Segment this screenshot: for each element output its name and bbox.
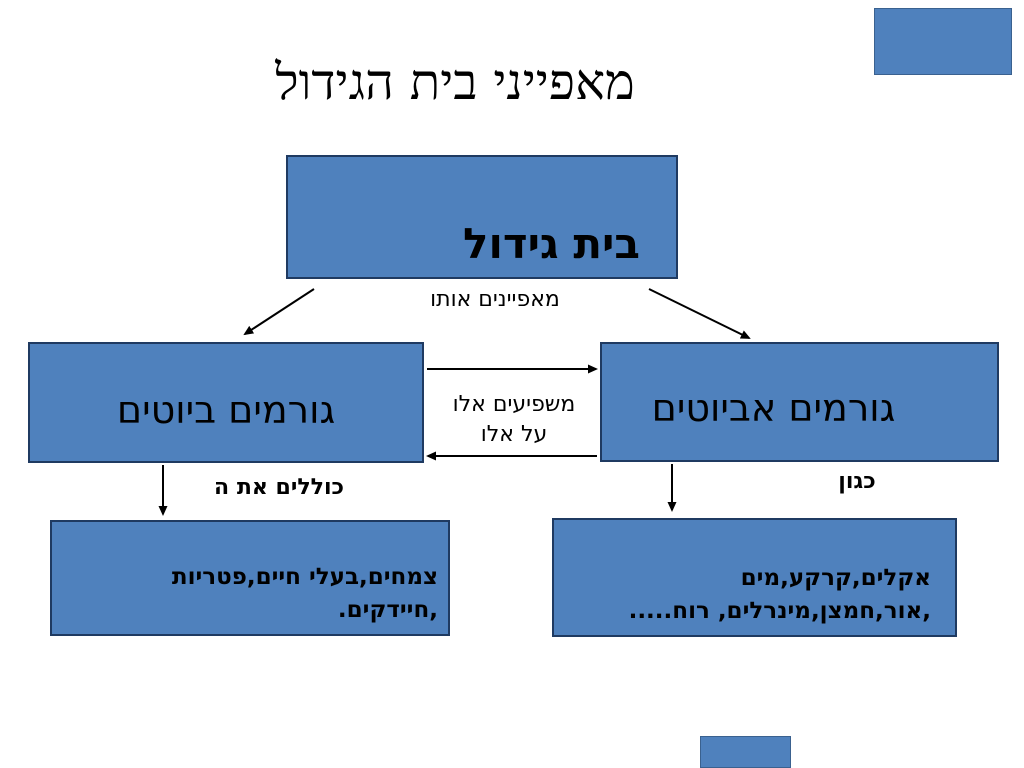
- biotic-examples-line1: צמחים,בעלי חיים,פטריות: [171, 564, 438, 590]
- include-label: כוללים את ה: [214, 475, 344, 500]
- arrow-habitat-to-biotic: [243, 288, 315, 336]
- characterize-label: מאפיינים אותו: [430, 287, 560, 312]
- abiotic-examples-line1: אקלים,קרקע,מים: [740, 565, 931, 591]
- influence-label: משפיעים אלו על אלו: [430, 390, 598, 450]
- biotic-examples-box: צמחים,בעלי חיים,פטריות ,חיידקים.: [50, 520, 450, 636]
- such-as-label: כגון: [838, 469, 876, 494]
- biotic-examples-line2: ,חיידקים.: [337, 597, 438, 623]
- abiotic-factors-label: גורמים אביוטים: [651, 386, 896, 430]
- abiotic-factors-box: גורמים אביוטים: [600, 342, 999, 462]
- biotic-factors-box: גורמים ביוטים: [28, 342, 424, 463]
- biotic-factors-label: גורמים ביוטים: [116, 387, 336, 432]
- abiotic-examples-line2: ,אור,חמצן,מינרלים, רוח.....: [628, 598, 931, 624]
- arrow-habitat-to-abiotic: [648, 288, 751, 339]
- habitat-box: בית גידול: [286, 155, 678, 279]
- influence-label-line1: משפיעים אלו: [452, 392, 576, 417]
- influence-label-line2: על אלו: [480, 422, 548, 447]
- habitat-box-label: בית גידול: [463, 218, 640, 268]
- corner-decoration-bottom-right: [700, 736, 791, 768]
- slide-title: מאפייני בית הגידול: [275, 53, 635, 111]
- abiotic-examples-box: אקלים,קרקע,מים ,אור,חמצן,מינרלים, רוח...…: [552, 518, 957, 637]
- corner-decoration-top-right: [874, 8, 1012, 75]
